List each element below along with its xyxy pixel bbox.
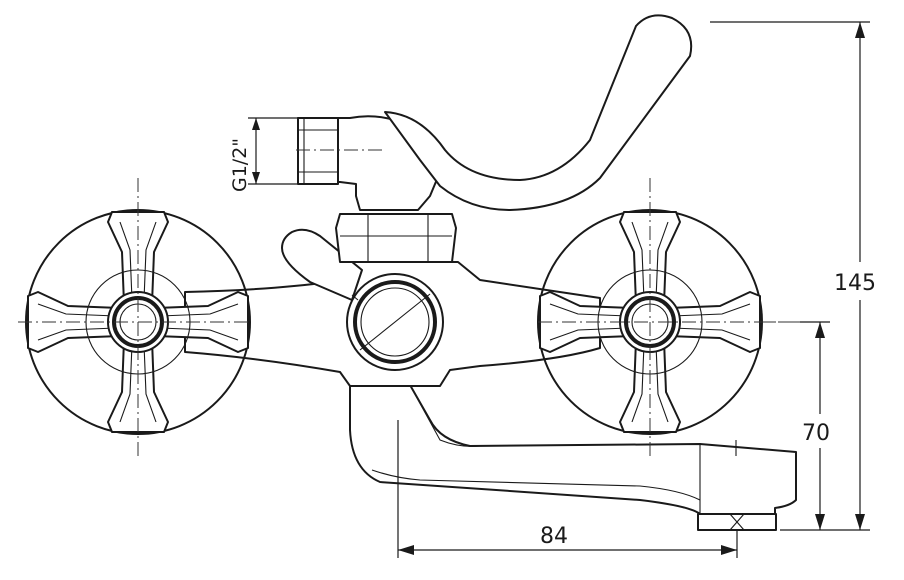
spout (349, 384, 797, 529)
thread-size-label: G1/2" (229, 138, 251, 192)
spout-reach-label: 84 (540, 524, 568, 549)
total-height-dimension: 145 (710, 21, 888, 531)
upper-lever (384, 14, 693, 211)
hex-nut (335, 213, 457, 263)
spout-height-dimension: 70 (800, 321, 842, 530)
diverter-lever (281, 228, 363, 301)
spout-reach-dimension: 84 (397, 420, 738, 558)
total-height-label: 145 (834, 271, 876, 296)
spout-height-label: 70 (802, 421, 830, 446)
thread-dimension: G1/2" (229, 117, 298, 192)
